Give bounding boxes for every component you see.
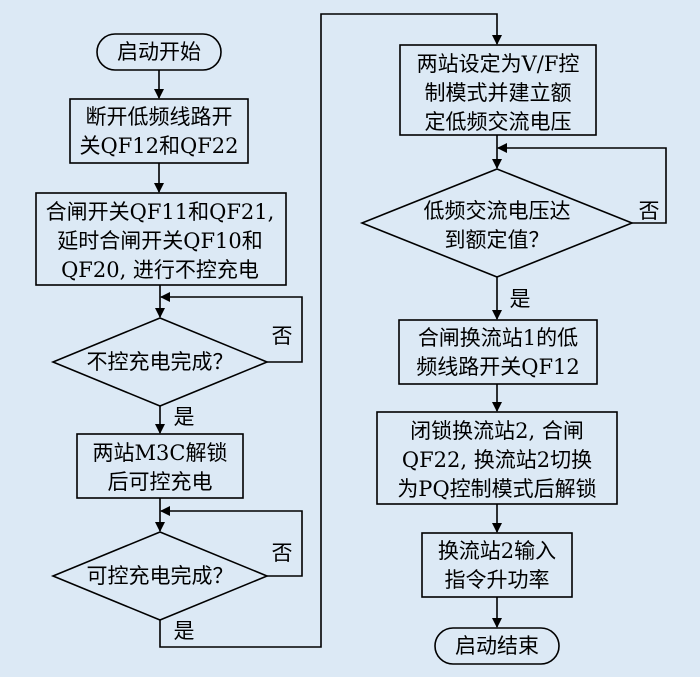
step6-line3: 为PQ控制模式后解锁	[397, 477, 596, 501]
decision2-label: 可控充电完成？	[87, 564, 234, 588]
step7-box: 换流站2输入 指令升功率	[421, 532, 573, 598]
decision1-no-label: 否	[272, 324, 293, 348]
step2-line1: 合闸开关QF11和QF21,	[46, 200, 275, 224]
step6-line2: QF22, 换流站2切换	[402, 448, 592, 472]
step2-line3: QF20, 进行不控充电	[61, 258, 259, 282]
step3-line2: 后可控充电	[108, 470, 213, 494]
step1-line2: 关QF12和QF22	[79, 134, 238, 158]
decision3-line1: 低频交流电压达	[424, 199, 571, 223]
step1-box: 断开低频线路开 关QF12和QF22	[69, 98, 249, 164]
start-label: 启动开始	[117, 40, 201, 64]
step5-line2: 频线路开关QF12	[416, 355, 580, 379]
step3-line1: 两站M3C解锁	[93, 441, 228, 465]
decision3-no-label: 否	[639, 199, 660, 223]
start-node: 启动开始	[96, 33, 222, 71]
decision2-no-label: 否	[272, 541, 293, 565]
step6-line1: 闭锁换流站2, 合闸	[410, 419, 584, 443]
step7-line2: 指令升功率	[445, 568, 550, 592]
step1-line1: 断开低频线路开	[86, 105, 233, 129]
decision3-yes-label: 是	[510, 287, 531, 311]
step2-line2: 延时合闸开关QF10和	[57, 229, 263, 253]
decision2-diamond: 可控充电完成？	[50, 531, 270, 621]
decision2-yes-label: 是	[174, 619, 195, 643]
step5-box: 合闸换流站1的低 频线路开关QF12	[398, 319, 598, 385]
step6-box: 闭锁换流站2, 合闸 QF22, 换流站2切换 为PQ控制模式后解锁	[376, 411, 618, 505]
end-node: 启动结束	[434, 627, 560, 665]
decision3-diamond: 低频交流电压达 到额定值？	[359, 168, 635, 278]
decision1-diamond: 不控充电完成？	[50, 317, 270, 407]
end-label: 启动结束	[455, 634, 539, 658]
decision1-label: 不控充电完成？	[87, 350, 234, 374]
step4-line3: 定低频交流电压	[425, 110, 572, 134]
loop3-no	[497, 143, 667, 224]
step3-box: 两站M3C解锁 后可控充电	[76, 433, 244, 499]
decision3-line2: 到额定值？	[445, 228, 550, 252]
loop1-no	[160, 292, 303, 363]
connector-left-to-right	[159, 13, 502, 648]
decision1-yes-label: 是	[174, 405, 195, 429]
step7-line1: 换流站2输入	[438, 539, 556, 563]
step4-line1: 两站设定为V/F控	[417, 52, 580, 76]
step4-box: 两站设定为V/F控 制模式并建立额 定低频交流电压	[399, 44, 597, 136]
step4-line2: 制模式并建立额	[425, 81, 572, 105]
step2-box: 合闸开关QF11和QF21, 延时合闸开关QF10和 QF20, 进行不控充电	[35, 192, 287, 286]
loop2-no	[160, 506, 303, 577]
step5-line1: 合闸换流站1的低	[418, 326, 578, 350]
